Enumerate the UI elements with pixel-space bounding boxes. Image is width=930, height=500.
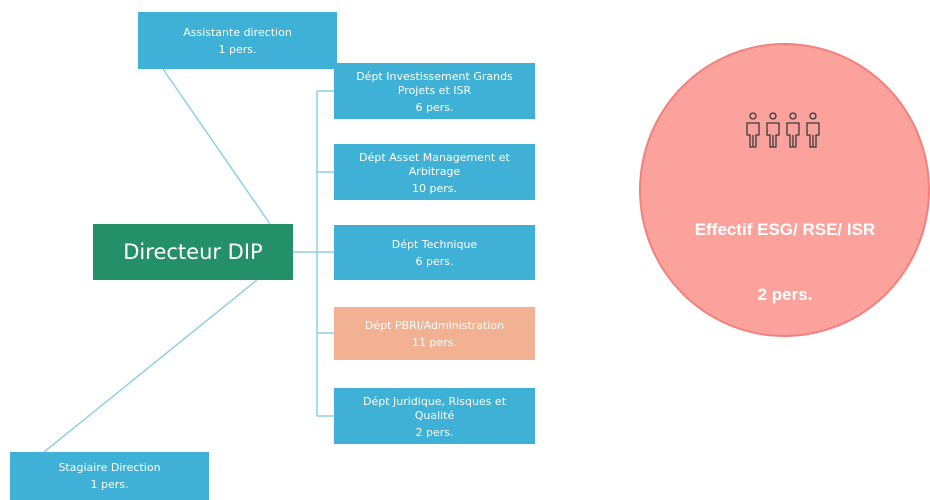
department-name: Dépt Investissement Grands Projets et IS… [356, 69, 513, 97]
department-name: Dépt PBRI/Administration [364, 318, 505, 332]
connector-assistant [162, 68, 271, 225]
department-box: Dépt PBRI/Administration 11 pers. [334, 307, 535, 360]
department-box: Dépt Juridique, Risques et Qualité 2 per… [334, 388, 535, 444]
department-name: Dépt Juridique, Risques et Qualité [362, 394, 507, 422]
connector-intern [43, 279, 258, 453]
department-box: Dépt Asset Management et Arbitrage 10 pe… [334, 144, 535, 200]
department-name: Dépt Technique [391, 237, 478, 251]
esg-team-count: 2 pers. [757, 285, 813, 304]
department-count: 10 pers. [412, 181, 457, 195]
intern-count: 1 pers. [90, 478, 129, 491]
director-label: Directeur DIP [123, 240, 263, 264]
department-count: 2 pers. [415, 425, 454, 439]
department-name: Dépt Asset Management et Arbitrage [359, 150, 510, 178]
people-group-icon [746, 112, 820, 148]
assistant-count: 1 pers. [218, 42, 257, 56]
department-count: 6 pers. [415, 100, 454, 114]
director-box: Directeur DIP [93, 224, 293, 280]
department-box: Dépt Investissement Grands Projets et IS… [334, 63, 535, 119]
department-count: 6 pers. [415, 254, 454, 268]
assistant-box: Assistante direction 1 pers. [138, 12, 337, 69]
intern-box: Stagiaire Direction 1 pers. [10, 452, 209, 500]
assistant-name: Assistante direction [183, 25, 292, 39]
department-box: Dépt Technique 6 pers. [334, 225, 535, 280]
esg-team-title: Effectif ESG/ RSE/ ISR [694, 220, 876, 239]
intern-name: Stagiaire Direction [58, 461, 161, 474]
department-count: 11 pers. [412, 335, 457, 349]
esg-team-circle [639, 43, 930, 337]
